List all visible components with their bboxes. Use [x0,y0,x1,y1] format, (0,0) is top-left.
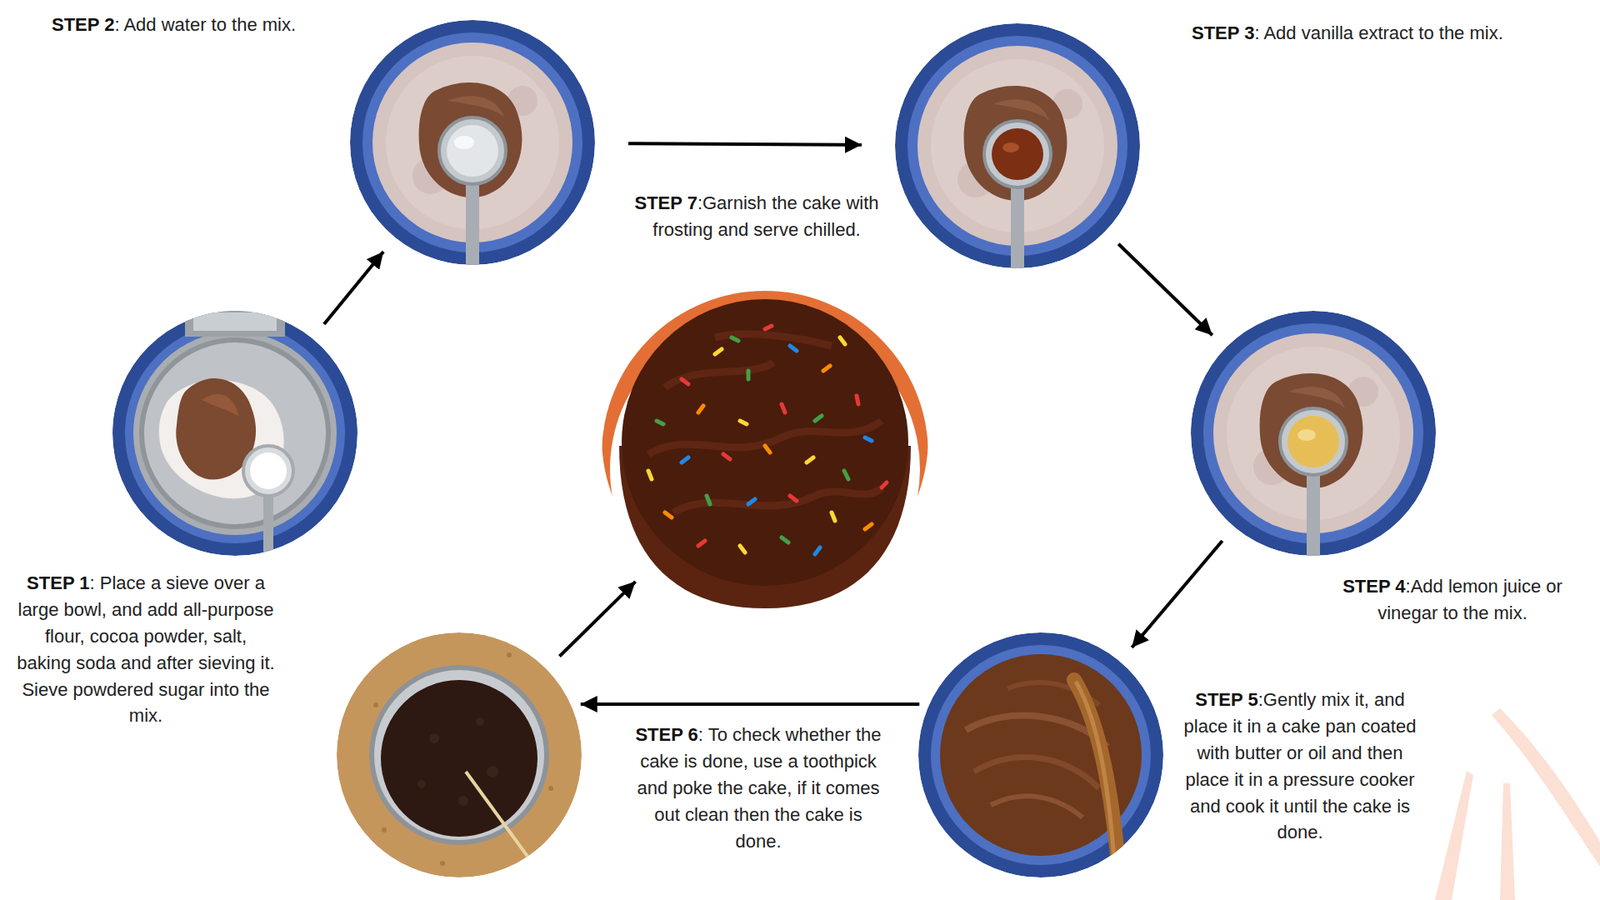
step-caption: STEP 4:Add lemon juice or vinegar to the… [1315,573,1590,627]
water-photo [350,20,595,276]
step-heading: STEP 5 [1195,689,1258,710]
step-caption: STEP 2: Add water to the mix. [51,11,340,39]
finished-cake-photo [601,274,929,625]
vinegar-photo [1190,310,1436,567]
step-caption: STEP 1: Place a sieve over a large bowl,… [16,570,275,730]
vanilla-photo [895,23,1140,280]
step-photo: STEP 1: Place a sieve over a large bowl,… [112,310,358,556]
cake-test-photo [336,632,582,889]
step-text: : Add vanilla extract to the mix. [1254,22,1503,44]
step-caption: STEP 3: Add vanilla extract to the mix. [1191,20,1584,47]
flow-arrow [559,581,635,657]
step-heading: STEP 1 [26,572,90,594]
step-photo: STEP 4:Add lemon juice or vinegar to the… [1190,310,1436,556]
flow-arrow [628,143,862,145]
step-heading: STEP 2 [51,14,115,35]
step-caption: STEP 7:Garnish the cake with frosting an… [631,190,882,244]
flow-arrow [1118,244,1213,335]
flow-arrow [324,251,384,325]
step-text: : Add water to the mix. [114,14,296,35]
step-text: :Add lemon juice or vinegar to the mix. [1377,575,1563,624]
batter-photo [918,632,1164,880]
step-heading: STEP 3 [1191,22,1255,44]
step-text: : Place a sieve over a large bowl, and a… [16,572,275,726]
sieve-photo [112,308,358,563]
flow-arrow [580,702,920,706]
step-heading: STEP 4 [1342,575,1405,597]
step-text: :Gently mix it, and place it in a cake p… [1184,689,1417,843]
step-photo: STEP 5:Gently mix it, and place it in a … [918,632,1164,878]
step-photo: STEP 2: Add water to the mix. [350,20,595,265]
step-heading: STEP 7 [634,192,697,214]
step-heading: STEP 6 [635,724,698,745]
step-photo: STEP 3: Add vanilla extract to the mix. [895,23,1140,269]
step-photo: STEP 6: To check whether the cake is don… [336,632,582,878]
decor-rays [1435,708,1600,900]
flow-arrow [1131,540,1223,648]
step-caption: STEP 6: To check whether the cake is don… [633,721,884,855]
step-photo: STEP 7:Garnish the cake with frosting an… [601,290,929,618]
step-caption: STEP 5:Gently mix it, and place it in a … [1175,686,1425,846]
